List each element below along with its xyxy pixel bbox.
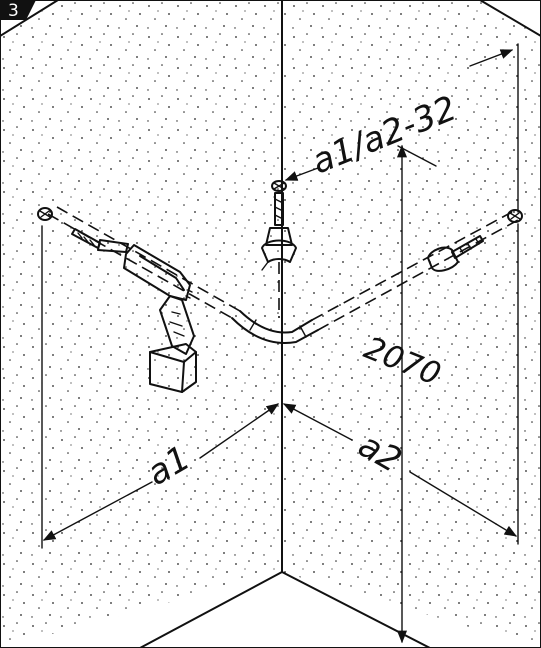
wall-left	[0, 0, 282, 648]
step-number: 3	[8, 1, 19, 21]
step-badge: 3	[0, 0, 36, 21]
cordless-drill-icon	[97, 239, 197, 393]
wall-right	[282, 0, 541, 648]
rail-end-cap-left-icon	[37, 207, 53, 221]
corner-rail	[47, 206, 519, 344]
drill-bit-right-icon	[427, 235, 484, 272]
vertical-drill-bit-icon	[261, 180, 297, 318]
rail-end-cap-right-icon	[507, 209, 523, 223]
